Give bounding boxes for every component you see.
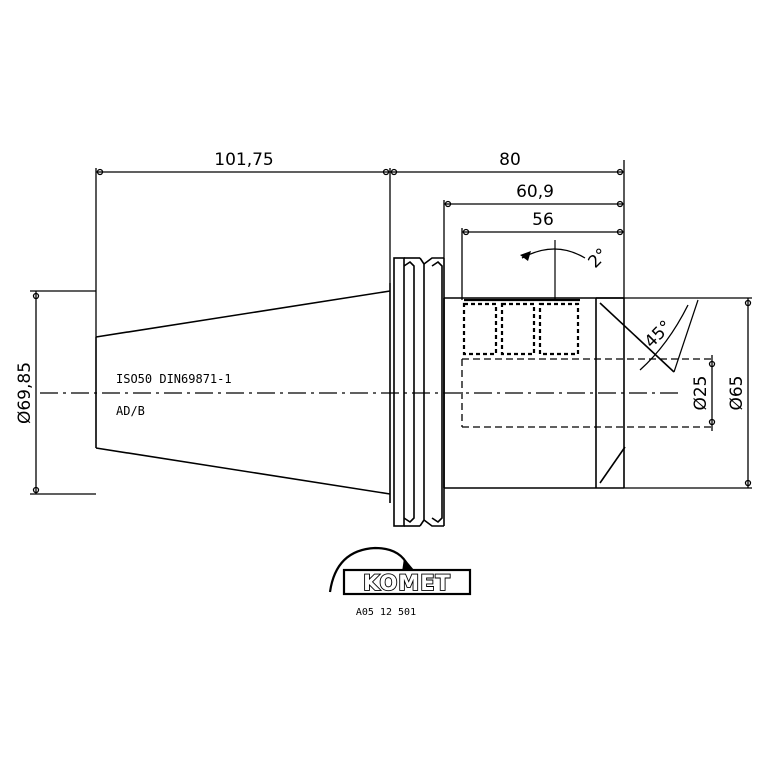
body-section (443, 297, 675, 489)
dim-body-diameter: Ø65 (727, 375, 747, 410)
taper-angle-arc (521, 248, 586, 259)
dimension-ticks (32, 168, 752, 494)
dim-bore-diameter: Ø25 (691, 375, 711, 410)
taper-shank (95, 283, 391, 503)
komet-logo-mark (328, 546, 472, 596)
dim-bore-depth: 60,9 (516, 182, 554, 202)
thread-section (462, 298, 580, 356)
dim-thread-length: 56 (532, 210, 554, 230)
form-label: AD/B (116, 404, 145, 418)
dim-total-length: 80 (499, 150, 521, 170)
dim-flange-diameter: Ø69,85 (15, 362, 35, 424)
chamfer-angle-arc (639, 304, 689, 371)
komet-logo-text: KOMET (363, 571, 451, 595)
dimension-lines (30, 160, 752, 495)
part-code: A05 12 501 (356, 607, 416, 618)
dim-taper-length: 101,75 (214, 150, 273, 170)
dim-taper-angle: 2° (585, 245, 613, 273)
flange (393, 257, 445, 527)
bore-hidden-lines (461, 358, 712, 428)
standard-label: ISO50 DIN69871-1 (116, 372, 232, 386)
